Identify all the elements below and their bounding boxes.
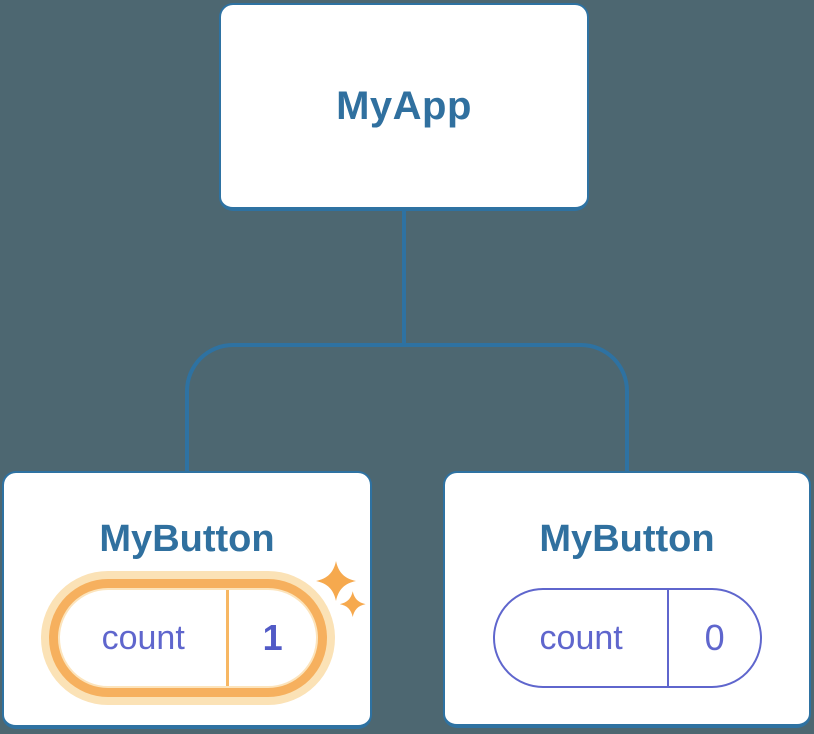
state-pill-highlighted: count 1 xyxy=(60,590,316,686)
state-value: 1 xyxy=(262,617,283,658)
tree-node-mybutton-right: MyButton count 0 xyxy=(443,471,811,728)
sparkles-icon xyxy=(316,561,366,618)
state-value: 0 xyxy=(704,617,725,658)
node-label: MyButton xyxy=(539,518,715,560)
node-label: MyApp xyxy=(336,83,472,128)
tree-node-myapp: MyApp xyxy=(219,3,589,211)
pill-divider xyxy=(226,590,230,686)
connector-stem xyxy=(402,209,406,345)
pill-divider xyxy=(667,590,670,686)
tree-node-mybutton-left: MyButton count 1 xyxy=(2,471,372,729)
connector-bracket xyxy=(185,343,629,471)
node-label: MyButton xyxy=(99,518,275,560)
state-name: count xyxy=(101,618,185,657)
state-name: count xyxy=(539,618,623,657)
state-pill: count 0 xyxy=(493,588,762,688)
